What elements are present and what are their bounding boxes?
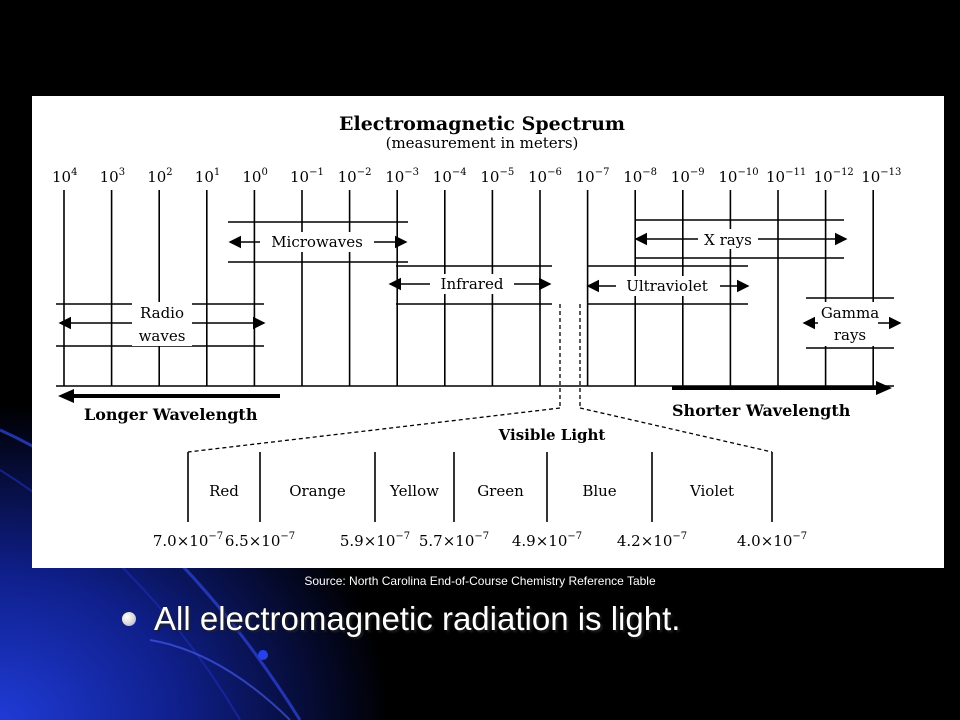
scale-label: 100 xyxy=(242,167,267,186)
visible-value: 4.0×10−7 xyxy=(737,531,807,550)
scale-label: 102 xyxy=(147,167,172,186)
wavelength-arrows xyxy=(58,381,892,403)
scale-label: 10−2 xyxy=(338,167,372,186)
band-microwaves: Microwaves xyxy=(271,233,363,251)
band-ultraviolet: Ultraviolet xyxy=(626,277,708,295)
visible-color-yellow: Yellow xyxy=(389,482,439,500)
visible-color-green: Green xyxy=(477,482,524,500)
figure-subtitle: (measurement in meters) xyxy=(386,134,579,152)
bullet-dot-icon xyxy=(122,612,136,626)
bullet-text: All electromagnetic radiation is light. xyxy=(154,600,681,637)
visible-color-orange: Orange xyxy=(289,482,346,500)
visible-color-labels: Red Orange Yellow Green Blue Violet xyxy=(209,482,734,500)
scale-label: 10−6 xyxy=(528,167,562,186)
band-xrays: X rays xyxy=(704,231,752,249)
longer-wavelength-label: Longer Wavelength xyxy=(84,405,258,424)
scale-label: 10−4 xyxy=(433,167,467,186)
band-gamma-line2: rays xyxy=(834,326,866,344)
em-spectrum-figure: Electromagnetic Spectrum (measurement in… xyxy=(32,96,944,568)
scale-ticks xyxy=(63,190,875,386)
scale-label: 10−3 xyxy=(385,167,419,186)
visible-color-red: Red xyxy=(209,482,239,500)
shorter-wavelength-label: Shorter Wavelength xyxy=(672,401,851,420)
visible-light-title: Visible Light xyxy=(498,426,606,444)
scale-label: 104 xyxy=(52,167,77,186)
scale-label: 10−8 xyxy=(623,167,657,186)
em-spectrum-diagram: Electromagnetic Spectrum (measurement in… xyxy=(52,113,902,550)
figure-title: Electromagnetic Spectrum xyxy=(339,113,625,135)
band-gamma-line1: Gamma xyxy=(821,304,879,322)
scale-label: 10−10 xyxy=(718,167,758,186)
scale-label: 10−12 xyxy=(814,167,854,186)
visible-value: 7.0×10−7 xyxy=(153,531,223,550)
source-caption: Source: North Carolina End-of-Course Che… xyxy=(304,574,656,588)
scale-label: 10−11 xyxy=(766,167,806,186)
visible-value: 5.7×10−7 xyxy=(419,531,489,550)
visible-value: 5.9×10−7 xyxy=(340,531,410,550)
scale-label: 10−13 xyxy=(861,167,901,186)
visible-projection xyxy=(187,304,773,453)
visible-value: 6.5×10−7 xyxy=(225,531,295,550)
visible-dividers xyxy=(187,452,773,522)
scale-label: 103 xyxy=(100,167,125,186)
band-radio-line2: waves xyxy=(139,327,186,345)
bullet-point: All electromagnetic radiation is light. xyxy=(122,600,680,638)
band-radio-line1: Radio xyxy=(140,304,184,322)
visible-color-blue: Blue xyxy=(582,482,616,500)
wavelength-scale: 104 103 102 101 100 10−1 10−2 10−3 10−4 10−5 10−6 1… xyxy=(52,167,901,186)
visible-value: 4.2×10−7 xyxy=(617,531,687,550)
scale-label: 10−7 xyxy=(576,167,610,186)
band-infrared: Infrared xyxy=(441,275,504,293)
scale-label: 10−5 xyxy=(480,167,514,186)
visible-value: 4.9×10−7 xyxy=(512,531,582,550)
scale-label: 10−9 xyxy=(671,167,705,186)
scale-label: 101 xyxy=(195,167,220,186)
visible-color-violet: Violet xyxy=(689,482,734,500)
band-labels: Radio waves Microwaves Infrared Ultravio… xyxy=(132,229,879,346)
scale-label: 10−1 xyxy=(290,167,324,186)
